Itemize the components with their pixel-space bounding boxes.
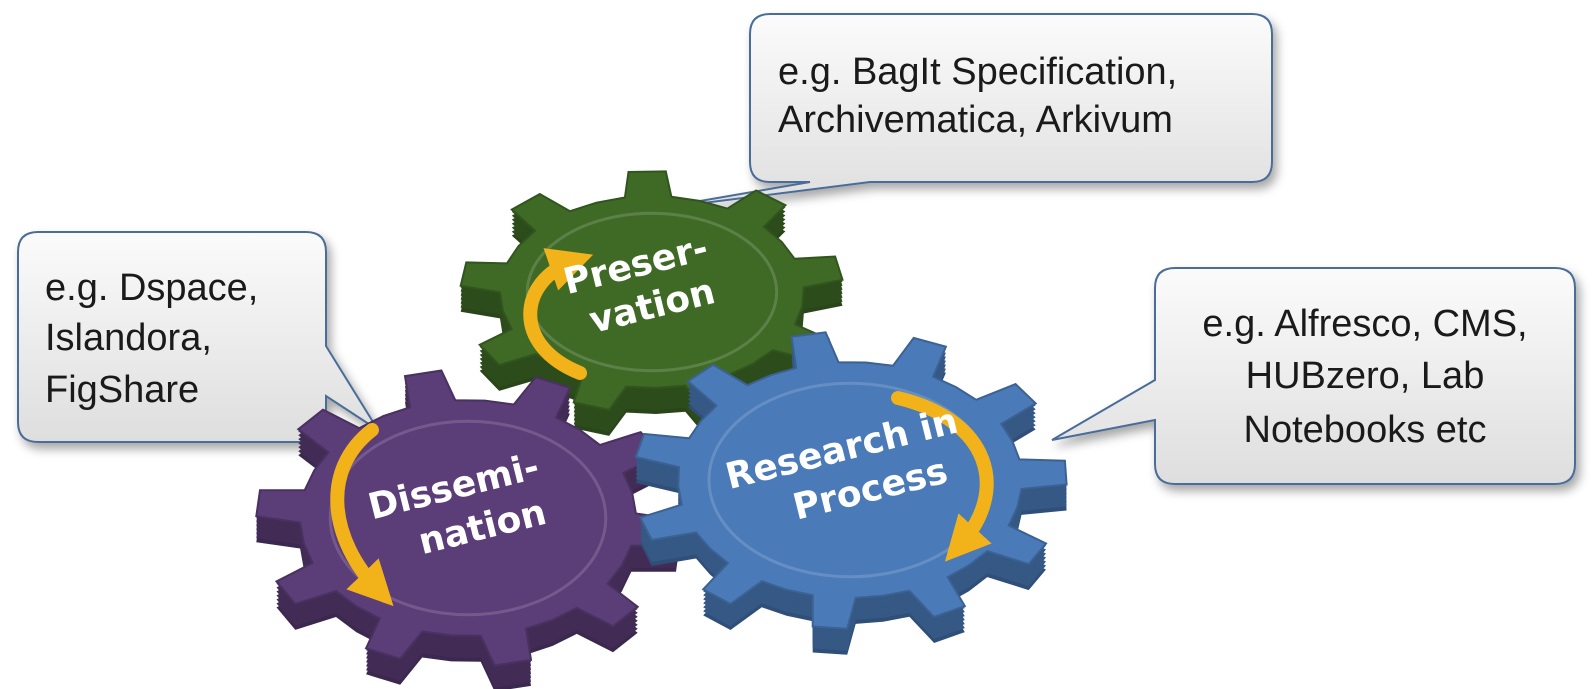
gear-research (634, 331, 1068, 655)
callout-dissemination-line1: e.g. Dspace, (45, 267, 258, 309)
callout-research-line2: HUBzero, Lab (1246, 355, 1485, 397)
callout-dissemination-line3: FigShare (45, 369, 199, 411)
callout-preservation-line1: e.g. BagIt Specification, (778, 51, 1177, 93)
gear-dissemination-hub-ring (328, 419, 608, 617)
callout-preservation-line2: Archivematica, Arkivum (778, 99, 1173, 141)
callout-research (1051, 267, 1576, 485)
rotation-arrow-dissemination (330, 423, 394, 607)
gear-preservation-hub-ring (525, 211, 779, 373)
rotation-arrow-research (891, 391, 994, 562)
callout-research-line1: e.g. Alfresco, CMS, (1202, 303, 1527, 345)
callout-dissemination-line2: Islandora, (45, 317, 212, 359)
callout-research-shape (1051, 267, 1576, 485)
callout-research-line3: Notebooks etc (1244, 409, 1487, 451)
rotation-arrow-preservation (523, 248, 594, 380)
